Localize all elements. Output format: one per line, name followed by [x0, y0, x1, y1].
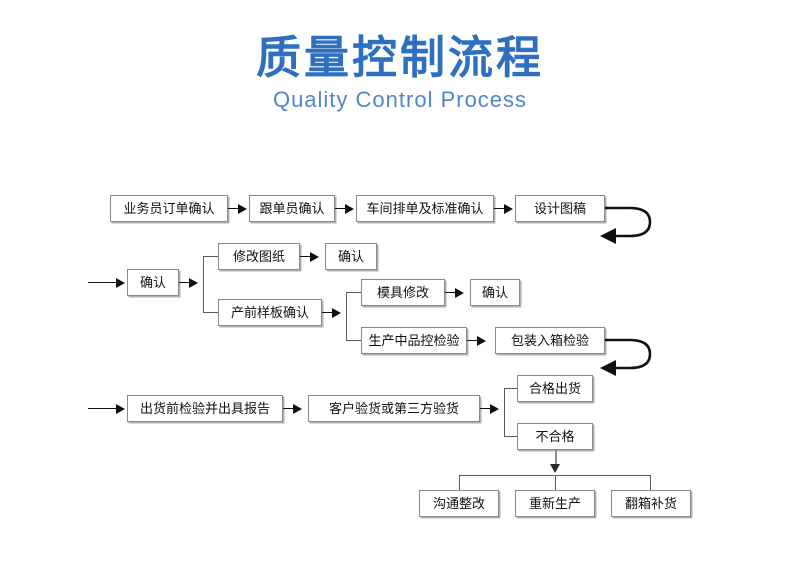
loopback-connector-row1	[600, 206, 652, 244]
branch-stub-c-bottom	[504, 436, 517, 437]
branch-stub-c-top	[504, 388, 517, 389]
arrowhead-right-icon	[310, 251, 319, 262]
loopback-connector-row2	[600, 338, 652, 376]
connector-n1-n2	[228, 208, 242, 209]
node-merchandiser-confirm[interactable]: 跟单员确认	[249, 195, 335, 222]
arrowhead-right-icon	[345, 203, 354, 214]
arrowhead-right-icon	[504, 203, 513, 214]
node-pre-shipment-inspection-report[interactable]: 出货前检验并出具报告	[127, 395, 283, 422]
node-sales-order-confirm[interactable]: 业务员订单确认	[110, 195, 228, 222]
connector-n8-branch	[322, 312, 336, 313]
node-confirm-1[interactable]: 确认	[127, 269, 179, 296]
node-customer-or-third-party-inspection[interactable]: 客户验货或第三方验货	[308, 395, 480, 422]
connector-n14-branch	[480, 408, 494, 409]
branch-spine-c	[504, 388, 505, 436]
connector-n6-n7	[300, 256, 314, 257]
bottom-drop-left	[459, 475, 460, 490]
arrowhead-right-icon	[332, 307, 341, 318]
arrowhead-right-icon	[116, 403, 125, 414]
node-confirm-2[interactable]: 确认	[325, 243, 377, 270]
title-block: 质量控制流程 Quality Control Process	[0, 32, 800, 113]
connector-entry-row3	[88, 408, 120, 409]
arrowhead-right-icon	[477, 335, 486, 346]
node-reproduce[interactable]: 重新生产	[515, 490, 595, 517]
node-in-production-qc-inspection[interactable]: 生产中品控检验	[361, 327, 467, 354]
node-revise-drawing[interactable]: 修改图纸	[218, 243, 300, 270]
branch-stub-b-bottom	[346, 340, 361, 341]
arrowhead-right-icon	[238, 203, 247, 214]
branch-spine-a	[203, 256, 204, 312]
connector-n13-n14	[283, 408, 297, 409]
connector-n11-n12	[467, 340, 481, 341]
node-qualified-shipment[interactable]: 合格出货	[517, 375, 593, 402]
connector-n9-n10	[445, 292, 459, 293]
arrowhead-right-icon	[189, 277, 198, 288]
arrowhead-right-icon	[455, 287, 464, 298]
connector-n3-n4	[494, 208, 508, 209]
node-repack-replenish[interactable]: 翻箱补货	[611, 490, 691, 517]
node-mold-modification[interactable]: 模具修改	[361, 279, 445, 306]
page-title: 质量控制流程	[255, 32, 544, 83]
arrowhead-down-icon	[550, 464, 560, 473]
branch-stub-a-top	[203, 256, 218, 257]
connector-unqualified-down	[555, 450, 557, 467]
branch-stub-a-bottom	[203, 312, 218, 313]
node-confirm-3[interactable]: 确认	[470, 279, 520, 306]
arrowhead-right-icon	[490, 403, 499, 414]
branch-stub-b-top	[346, 292, 361, 293]
node-unqualified[interactable]: 不合格	[517, 423, 593, 450]
node-communicate-rectify[interactable]: 沟通整改	[419, 490, 499, 517]
node-pre-production-sample-confirm[interactable]: 产前样板确认	[218, 299, 322, 326]
node-workshop-schedule-standard[interactable]: 车间排单及标准确认	[356, 195, 494, 222]
bottom-drop-right	[650, 475, 651, 490]
arrowhead-right-icon	[293, 403, 302, 414]
connector-n2-n3	[335, 208, 349, 209]
connector-entry-row2	[88, 282, 120, 283]
node-packing-carton-inspection[interactable]: 包装入箱检验	[495, 327, 605, 354]
branch-spine-b	[346, 292, 347, 340]
page-subtitle: Quality Control Process	[272, 86, 528, 112]
bottom-drop-center	[555, 475, 556, 490]
connector-n5-branch	[179, 282, 193, 283]
arrowhead-right-icon	[116, 277, 125, 288]
node-design-drawing[interactable]: 设计图稿	[515, 195, 605, 222]
